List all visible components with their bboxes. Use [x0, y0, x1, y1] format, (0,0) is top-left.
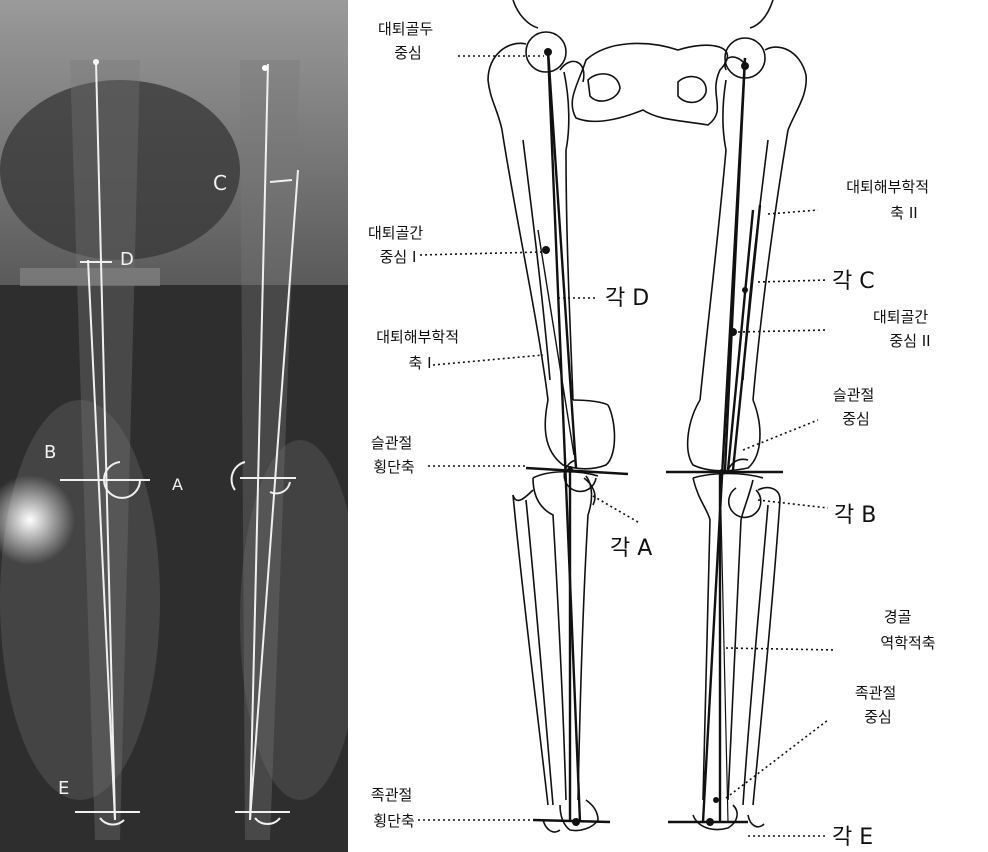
label-femoral-shaft-center-2: 대퇴골간 중심 II	[873, 308, 933, 350]
label-knee-center: 슬관절 중심	[833, 386, 879, 428]
xray-label-e: E	[58, 778, 69, 799]
label-ankle-center: 족관절 중심	[855, 684, 901, 726]
label-angle-e: 각 E	[832, 825, 873, 850]
label-femoral-anatomic-axis-2: 대퇴해부학적 축 II	[846, 178, 934, 222]
label-femoral-anatomic-axis-1: 대퇴해부학적 축 I	[376, 328, 464, 372]
left-tibia	[513, 472, 598, 832]
right-femur	[688, 38, 807, 471]
xray-label-c: C	[213, 171, 227, 195]
label-angle-b: 각 B	[834, 503, 876, 528]
alignment-axes	[526, 50, 783, 822]
xray-label-d: D	[120, 249, 134, 270]
label-tibial-mechanical-axis: 경골 역학적축	[880, 608, 935, 652]
xray-image: C D B A E	[0, 0, 348, 852]
xray-label-a: A	[172, 475, 183, 494]
label-angle-c: 각 C	[832, 269, 875, 294]
leg-alignment-diagram: 대퇴골두 중심 대퇴골간 중심 I 각 D 대퇴해부학적 축 I 슬관절 횡단축…	[348, 0, 988, 852]
xray-label-b: B	[44, 442, 56, 463]
leader-lines	[418, 56, 836, 836]
label-femoral-head-center: 대퇴골두 중심	[378, 20, 438, 62]
label-angle-a: 각 A	[610, 536, 652, 561]
label-angle-d: 각 D	[605, 286, 649, 311]
label-knee-transverse-axis: 슬관절 횡단축	[371, 434, 417, 476]
label-ankle-transverse-axis: 족관절 횡단축	[371, 786, 417, 830]
label-femoral-shaft-center-1: 대퇴골간 중심 I	[368, 224, 428, 266]
